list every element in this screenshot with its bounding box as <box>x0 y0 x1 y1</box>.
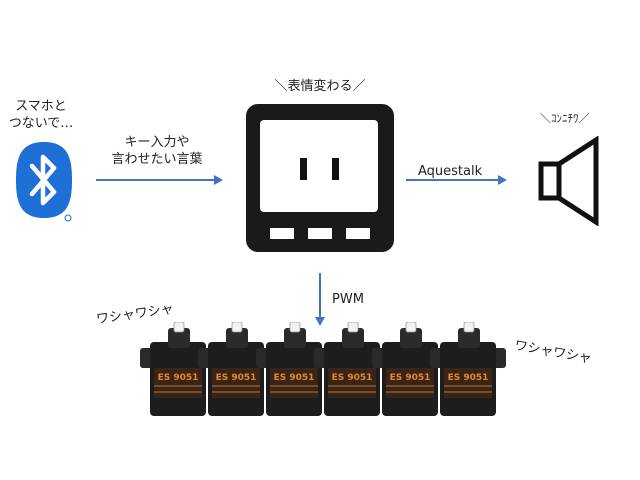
device-button-c <box>346 228 370 239</box>
arrow-phone-to-device <box>96 179 216 181</box>
device-screen <box>260 120 378 212</box>
servo-motor: ES 9051 <box>140 322 216 416</box>
servo-label: ES 9051 <box>332 373 373 383</box>
bluetooth-icon <box>16 142 72 222</box>
phone-caption: スマホと つないで… <box>6 98 76 132</box>
arrow-device-to-servos-head <box>315 317 325 326</box>
pwm-label: PWM <box>332 292 364 307</box>
servo-label: ES 9051 <box>216 373 257 383</box>
servo-motor: ES 9051 <box>372 322 448 416</box>
servo-label: ES 9051 <box>158 373 199 383</box>
left-eye <box>300 158 307 180</box>
right-eye <box>332 158 339 180</box>
input-caption-line1: キー入力や <box>124 135 190 150</box>
servo-label: ES 9051 <box>448 373 489 383</box>
wiggle-right-text: ワシャワシャ <box>513 338 593 367</box>
servo-label: ES 9051 <box>274 373 315 383</box>
phone-caption-line2: つないで… <box>8 116 74 131</box>
arrow-device-to-servos <box>319 273 321 319</box>
device-button-b <box>308 228 332 239</box>
phone-caption-line1: スマホと <box>15 99 67 114</box>
servo-motor: ES 9051 <box>198 322 274 416</box>
arrow-device-to-speaker-head <box>498 175 507 185</box>
servo-motor: ES 9051 <box>430 322 506 416</box>
device-face-display <box>246 104 394 252</box>
aquestalk-label: Aquestalk <box>418 164 483 179</box>
servo-motor: ES 9051 <box>256 322 332 416</box>
arrow-phone-to-device-head <box>214 175 223 185</box>
speaker-icon <box>538 136 599 226</box>
arrow-device-to-speaker <box>406 179 500 181</box>
servo-motor: ES 9051 <box>314 322 390 416</box>
servo-label: ES 9051 <box>390 373 431 383</box>
speaker-caption: ＼ｺﾝﾆﾁﾜ／ <box>540 112 590 125</box>
input-caption-line2: 言わせたい言葉 <box>111 152 203 167</box>
servo-row: ES 9051 ES 9051 ES 9051 ES 9051 ES 9051 ES 90… <box>136 322 508 422</box>
device-button-a <box>270 228 294 239</box>
input-caption: キー入力や 言わせたい言葉 <box>98 134 216 168</box>
face-caption: ＼表情変わる／ <box>274 79 366 94</box>
